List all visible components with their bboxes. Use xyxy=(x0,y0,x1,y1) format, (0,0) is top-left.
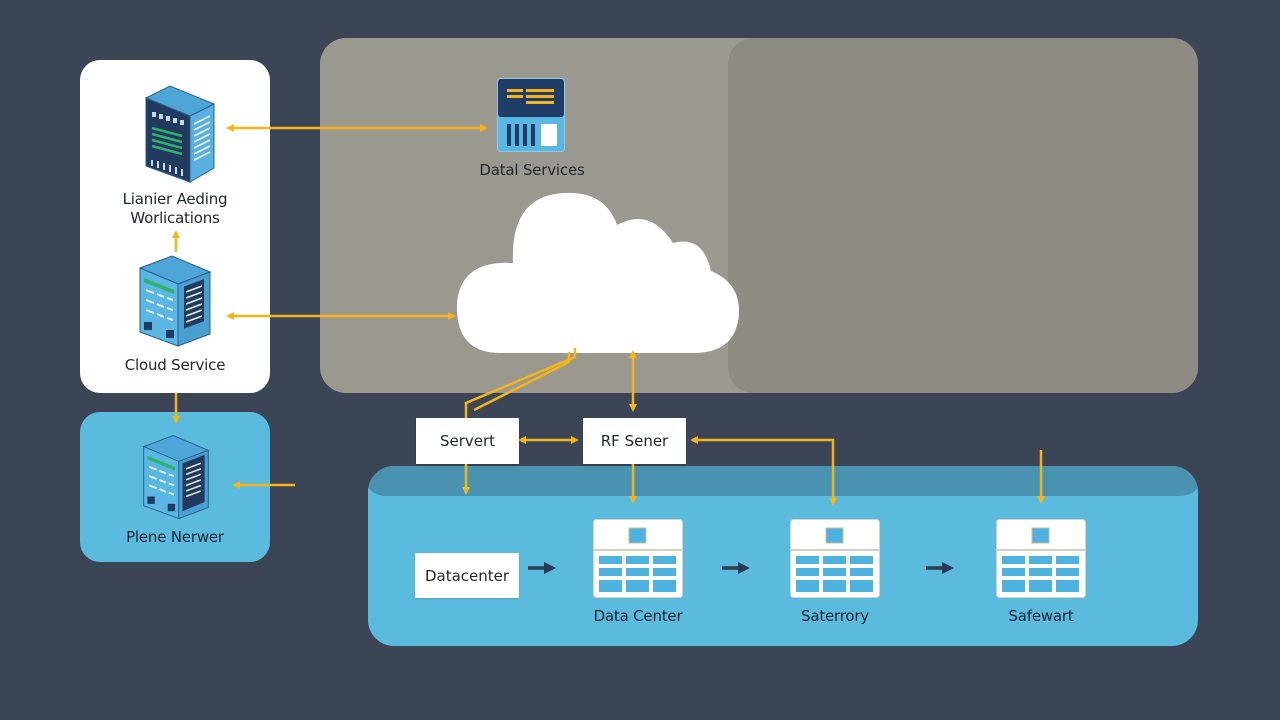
datacenter-source-box[interactable]: Datacenter xyxy=(415,553,519,598)
servert-box[interactable]: Servert xyxy=(416,418,519,464)
datacenter-zone-top xyxy=(368,466,1198,496)
workstation-label-line1: Lianier Aeding xyxy=(122,190,228,208)
workstation-label-line2: Worlications xyxy=(130,209,220,227)
saterrory-label: Saterrory xyxy=(801,607,869,625)
server-tower-icon[interactable] xyxy=(140,432,212,524)
server-tower-icon[interactable] xyxy=(140,84,220,184)
server-tower-icon[interactable] xyxy=(136,254,214,350)
workstation-label: Lianier Aeding Worlications xyxy=(100,190,250,228)
cloud-icon[interactable] xyxy=(455,185,740,355)
datacenter-grid-icon[interactable] xyxy=(593,519,683,598)
rf-sener-box[interactable]: RF Sener xyxy=(583,418,686,464)
data-services-icon[interactable] xyxy=(497,78,565,152)
datacenter-grid-icon[interactable] xyxy=(996,519,1086,598)
datacenter-grid-icon[interactable] xyxy=(790,519,880,598)
cloud-zone-inner xyxy=(728,38,1198,393)
cloud-service-label: Cloud Service xyxy=(124,356,226,374)
cloud-zone xyxy=(320,38,1198,393)
data-center-label: Data Center xyxy=(593,607,683,625)
plene-nerwer-label: Plene Nerwer xyxy=(126,528,224,546)
data-services-label: Datal Services xyxy=(479,161,585,179)
safewart-label: Safewart xyxy=(1008,607,1074,625)
